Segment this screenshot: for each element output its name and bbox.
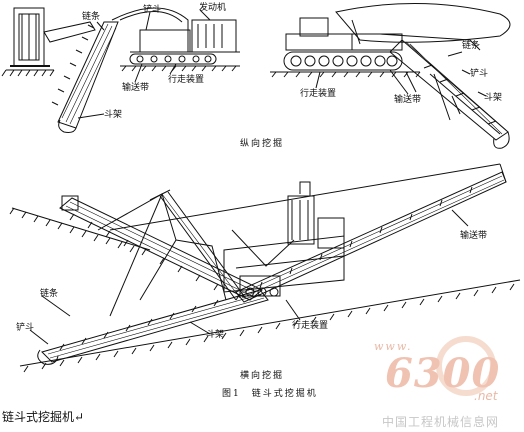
end-view-machine [1,7,96,77]
label-conveyor-right: 输送带 [394,93,421,105]
watermark-number: 6300 [385,350,501,397]
label-bucket-left: 铲斗 [143,3,161,15]
caption-transverse: 横向挖掘 [240,369,284,381]
label-chain-left: 链条 [82,10,100,22]
label-engine-left: 发动机 [199,1,226,13]
label-frame-right: 斗架 [484,92,502,103]
label-chain-right: 链条 [462,39,480,51]
watermark-url: www. [374,340,413,353]
transverse-machine [9,163,521,373]
label-chain-bottom: 链条 [40,287,58,299]
label-travel-bottom: 行走装置 [292,319,328,331]
label-conveyor-left: 输送带 [122,81,149,93]
figure-caption: 图1 链斗式挖掘机 [222,387,318,399]
watermark-site-name: 中国工程机械信息网 [382,415,500,429]
label-frame-left: 斗架 [104,109,122,120]
label-bucket-right: 铲斗 [470,67,488,79]
label-conveyor-bottom: 输送带 [460,229,487,241]
longitudinal-machine-right [270,2,511,149]
watermark-tld: .net [474,389,498,403]
label-travel-right: 行走装置 [300,87,336,99]
label-frame-bottom: 斗架 [206,329,224,340]
label-travel-left: 行走装置 [168,73,204,85]
longitudinal-machine-left [51,7,240,133]
label-bucket-bottom: 铲斗 [16,321,34,333]
watermark-ring [436,336,496,396]
page-caption: 链斗式挖掘机↵ [2,410,85,424]
caption-longitudinal: 纵向挖掘 [240,137,284,149]
